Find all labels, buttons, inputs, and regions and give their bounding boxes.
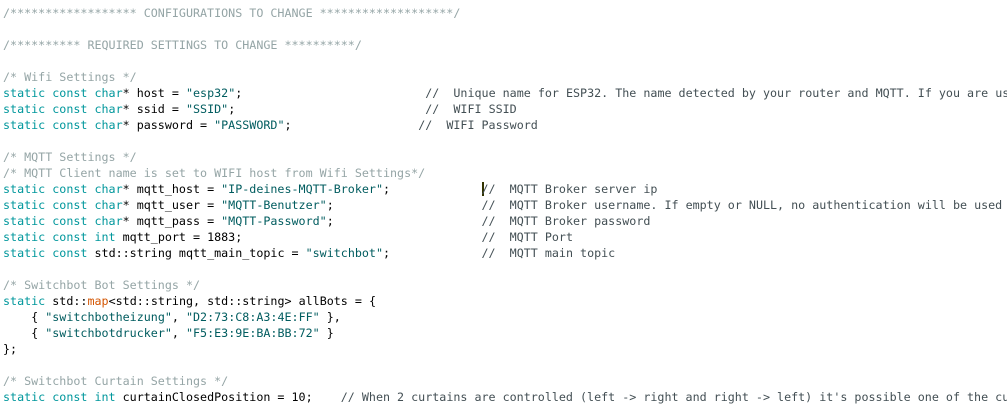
- code-token: <std::string, std::string> allBots = {: [108, 294, 376, 308]
- string-token: "switchbotheizung": [45, 310, 172, 324]
- code-line[interactable]: /****************** CONFIGURATIONS TO CH…: [3, 5, 1007, 21]
- code-token: * ssid =: [122, 102, 186, 116]
- block-comment: /* Switchbot Bot Settings */: [3, 278, 201, 292]
- keyword-token: static const char: [3, 214, 123, 228]
- code-token: {: [3, 310, 46, 324]
- code-token: * mqtt_pass =: [122, 214, 222, 228]
- string-token: "MQTT-Password": [221, 214, 327, 228]
- string-token: "MQTT-Benutzer": [221, 198, 327, 212]
- block-comment: /* Switchbot Curtain Settings */: [3, 374, 229, 388]
- code-token: std::string mqtt_main_topic =: [87, 246, 306, 260]
- string-token: "D2:73:C8:A3:4E:FF": [185, 310, 320, 324]
- code-line[interactable]: [3, 357, 1007, 373]
- code-token: },: [319, 310, 341, 324]
- code-token: {: [3, 326, 46, 340]
- block-comment: /********** REQUIRED SETTINGS TO CHANGE …: [3, 38, 362, 52]
- line-comment: // MQTT main topic: [481, 246, 616, 260]
- code-editor[interactable]: /****************** CONFIGURATIONS TO CH…: [3, 5, 1007, 413]
- string-token: "switchbotdrucker": [45, 326, 172, 340]
- code-line[interactable]: static const std::string mqtt_main_topic…: [3, 245, 1007, 261]
- string-token: "SSID": [185, 102, 229, 116]
- code-token: * host =: [122, 86, 186, 100]
- line-comment: // MQTT Broker server ip: [481, 182, 658, 196]
- code-token: ;: [326, 198, 482, 212]
- line-comment: // MQTT Broker username. If empty or NUL…: [481, 198, 1003, 212]
- code-line[interactable]: /* Switchbot Curtain Settings */: [3, 373, 1007, 389]
- code-token: curtainClosedPosition = 10;: [115, 390, 341, 404]
- code-token: * mqtt_host =: [122, 182, 222, 196]
- line-comment: // When 2 curtains are controlled (left …: [340, 390, 1007, 404]
- code-line[interactable]: [3, 261, 1007, 277]
- keyword-token: static const: [3, 246, 88, 260]
- code-line[interactable]: [3, 53, 1007, 69]
- block-comment: /* MQTT Settings */: [3, 150, 137, 164]
- block-comment: /* MQTT Client name is set to WIFI host …: [3, 166, 426, 180]
- code-line[interactable]: /* Wifi Settings */: [3, 69, 1007, 85]
- keyword-token: static const char: [3, 118, 123, 132]
- code-line[interactable]: /* MQTT Settings */: [3, 149, 1007, 165]
- code-token: ;: [326, 214, 482, 228]
- code-line[interactable]: static const char* mqtt_host = "IP-deine…: [3, 181, 1007, 197]
- code-line[interactable]: static std::map<std::string, std::string…: [3, 293, 1007, 309]
- code-token: ,: [171, 326, 186, 340]
- code-token: ,: [171, 310, 186, 324]
- keyword-token: static: [3, 294, 46, 308]
- code-token: * mqtt_user =: [122, 198, 222, 212]
- code-line[interactable]: static const char* host = "esp32"; // Un…: [3, 85, 1007, 101]
- keyword-token: static const char: [3, 102, 123, 116]
- block-comment: /* Wifi Settings */: [3, 70, 137, 84]
- code-line[interactable]: };: [3, 341, 1007, 357]
- code-line[interactable]: static const int curtainClosedPosition =…: [3, 389, 1007, 405]
- string-token: "F5:E3:9E:BA:BB:72": [185, 326, 320, 340]
- code-token: mqtt_port = 1883;: [115, 230, 482, 244]
- code-line[interactable]: static const char* mqtt_pass = "MQTT-Pas…: [3, 213, 1007, 229]
- code-token: ;: [284, 118, 419, 132]
- code-token: * password =: [122, 118, 215, 132]
- code-token: ;: [228, 102, 426, 116]
- code-token: ;: [235, 86, 426, 100]
- block-comment: /****************** CONFIGURATIONS TO CH…: [3, 6, 461, 20]
- string-token: "esp32": [185, 86, 236, 100]
- code-token: }: [319, 326, 334, 340]
- code-line[interactable]: static const char* password = "PASSWORD"…: [3, 117, 1007, 133]
- text-cursor: [481, 182, 484, 196]
- code-line[interactable]: /********** REQUIRED SETTINGS TO CHANGE …: [3, 37, 1007, 53]
- code-line[interactable]: static const int mqtt_port = 1883; // MQ…: [3, 229, 1007, 245]
- keyword-token: static const char: [3, 182, 123, 196]
- line-comment: // MQTT Broker password: [481, 214, 651, 228]
- code-token: };: [3, 342, 18, 356]
- code-line[interactable]: /* MQTT Client name is set to WIFI host …: [3, 165, 1007, 181]
- code-line[interactable]: static const char* ssid = "SSID"; // WIF…: [3, 101, 1007, 117]
- type-token: map: [87, 294, 109, 308]
- code-line[interactable]: /* Switchbot Bot Settings */: [3, 277, 1007, 293]
- code-line[interactable]: static const char* mqtt_user = "MQTT-Ben…: [3, 197, 1007, 213]
- line-comment: // MQTT Port: [481, 230, 573, 244]
- code-token: ;: [383, 246, 482, 260]
- code-line[interactable]: [3, 21, 1007, 37]
- code-line[interactable]: { "switchbotdrucker", "F5:E3:9E:BA:BB:72…: [3, 325, 1007, 341]
- code-token: std::: [45, 294, 88, 308]
- string-token: "IP-deines-MQTT-Broker": [221, 182, 383, 196]
- keyword-token: static const int: [3, 390, 116, 404]
- keyword-token: static const char: [3, 198, 123, 212]
- line-comment: // WIFI Password: [418, 118, 538, 132]
- string-token: "switchbot": [305, 246, 383, 260]
- keyword-token: static const int: [3, 230, 116, 244]
- code-token: ;: [382, 182, 482, 196]
- keyword-token: static const char: [3, 86, 123, 100]
- code-line[interactable]: { "switchbotheizung", "D2:73:C8:A3:4E:FF…: [3, 309, 1007, 325]
- line-comment: // WIFI SSID: [425, 102, 517, 116]
- line-comment: // Unique name for ESP32. The name detec…: [425, 86, 1007, 100]
- code-line[interactable]: [3, 133, 1007, 149]
- string-token: "PASSWORD": [214, 118, 285, 132]
